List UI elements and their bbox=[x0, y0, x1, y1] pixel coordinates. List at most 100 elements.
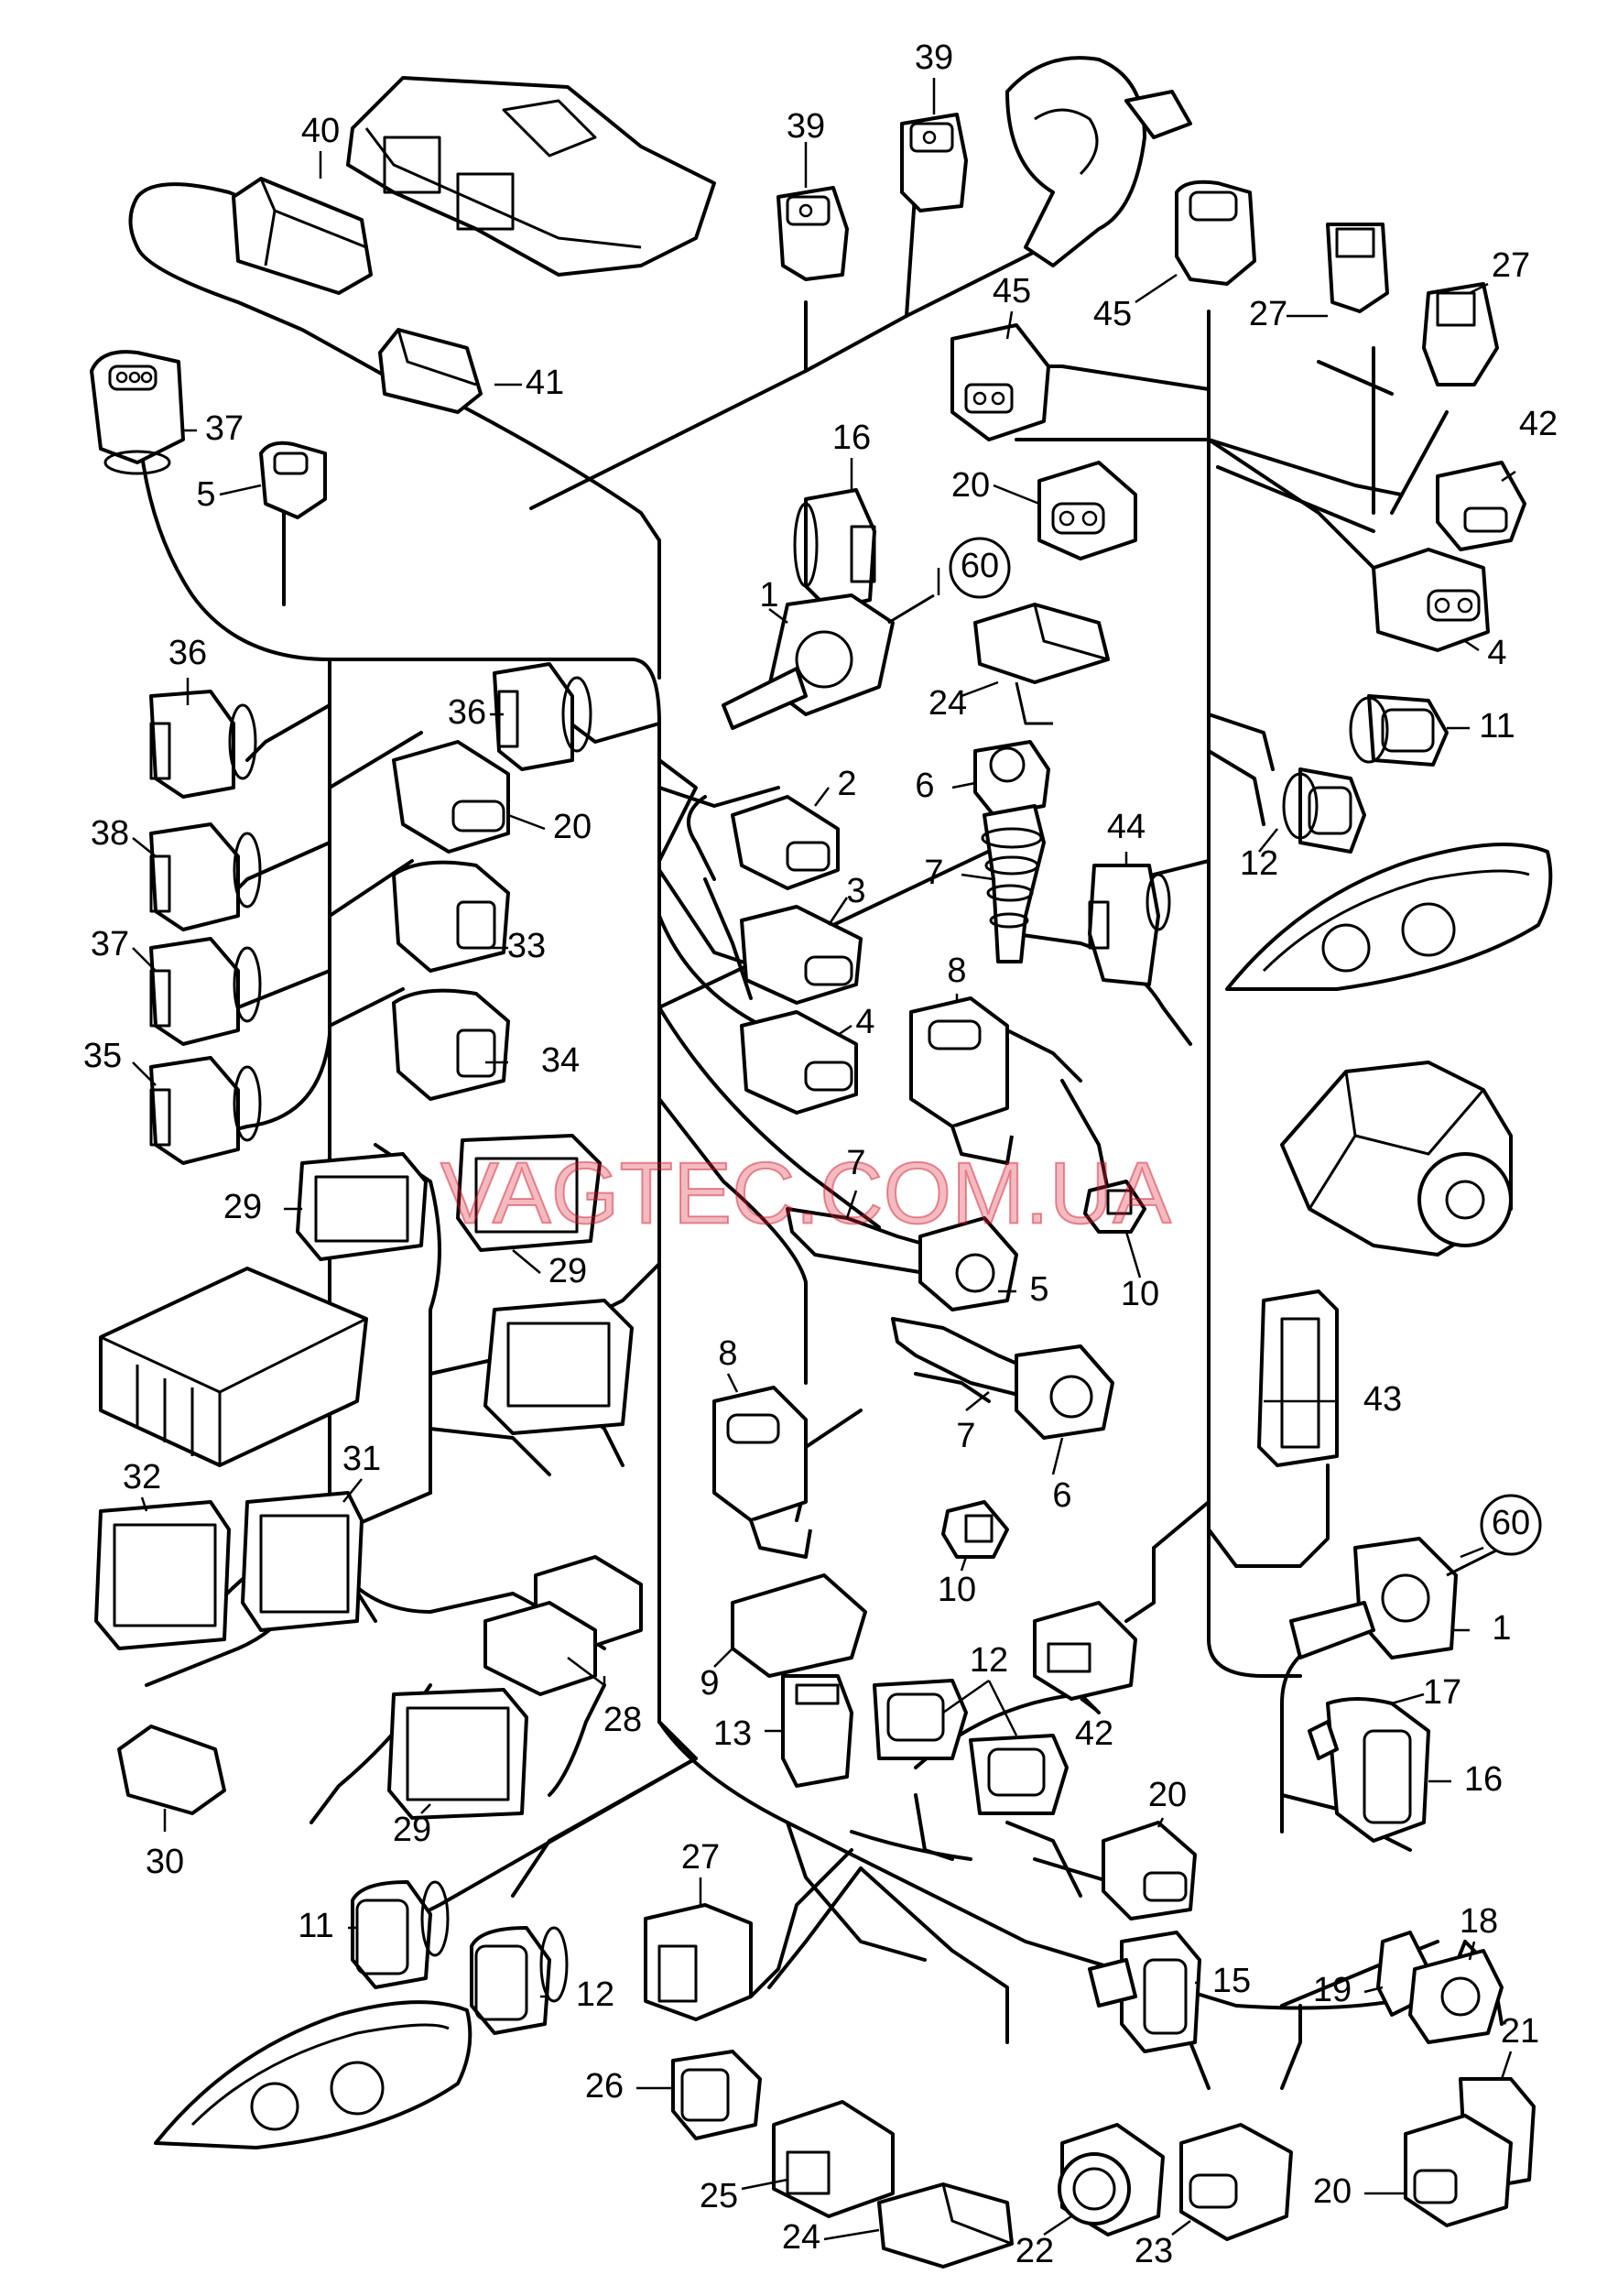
connector-2 bbox=[731, 795, 840, 890]
connector-42-top bbox=[1436, 461, 1526, 551]
connector-35 bbox=[149, 1056, 262, 1165]
connector-37-top bbox=[90, 350, 185, 475]
callout-60-lower: 60 bbox=[1492, 1504, 1530, 1542]
callout-40: 40 bbox=[301, 112, 340, 150]
callout-43: 43 bbox=[1363, 1380, 1402, 1419]
callout-37-left: 37 bbox=[91, 925, 129, 963]
connector-25 bbox=[772, 2100, 895, 2218]
callout-36-right: 36 bbox=[448, 693, 486, 732]
callout-20-left: 20 bbox=[553, 808, 592, 846]
connector-12-lower bbox=[470, 1926, 569, 2035]
relay-29-lower bbox=[387, 1688, 528, 1820]
callout-3: 3 bbox=[846, 872, 865, 910]
callout-24-lower: 24 bbox=[782, 2218, 820, 2257]
leader-lines bbox=[132, 78, 1516, 2241]
connector-26 bbox=[671, 2050, 762, 2140]
callout-17: 17 bbox=[1423, 1673, 1461, 1712]
callout-7-lower: 7 bbox=[956, 1417, 975, 1455]
callout-13: 13 bbox=[713, 1714, 752, 1753]
callout-27-lower: 27 bbox=[681, 1838, 720, 1877]
callout-12-top: 12 bbox=[1240, 844, 1278, 883]
connector-24-top bbox=[973, 603, 1110, 725]
connector-8-lower bbox=[712, 1386, 812, 1559]
connector-23 bbox=[1179, 2123, 1293, 2241]
callout-16-top: 16 bbox=[832, 419, 871, 457]
watermark-text: VAGTEC.COM.UA bbox=[440, 1144, 1171, 1242]
callout-34: 34 bbox=[541, 1041, 580, 1080]
callout-60-top: 60 bbox=[961, 547, 999, 585]
callout-44: 44 bbox=[1107, 808, 1146, 846]
connector-30 bbox=[117, 1725, 226, 1815]
relay-box bbox=[99, 1267, 368, 1467]
callout-42-top: 42 bbox=[1519, 405, 1558, 443]
connector-20-lower bbox=[1102, 1821, 1197, 1921]
connector-45-mid bbox=[950, 323, 1050, 441]
callout-28: 28 bbox=[603, 1701, 642, 1739]
sensor-1-top bbox=[722, 593, 935, 730]
callout-24-top: 24 bbox=[928, 684, 967, 723]
callout-35: 35 bbox=[83, 1037, 122, 1075]
callout-4-top: 4 bbox=[1487, 634, 1506, 672]
connector-16-top bbox=[793, 488, 876, 611]
connector-36-right bbox=[493, 662, 592, 771]
connector-27-lower bbox=[644, 1903, 753, 2021]
callouts: 40 41 39 39 45 45 27 27 37 5 16 20 42 4 … bbox=[83, 38, 1558, 2270]
callout-10-top: 10 bbox=[1121, 1275, 1159, 1313]
relay-31 bbox=[241, 1491, 364, 1632]
connector-9 bbox=[731, 1573, 867, 1678]
callout-45-top: 45 bbox=[1093, 295, 1132, 333]
callout-20-lower: 20 bbox=[1148, 1776, 1187, 1814]
callout-7-mid: 7 bbox=[846, 1144, 865, 1182]
callout-10-lower: 10 bbox=[938, 1571, 976, 1609]
sensor-1-lower bbox=[1289, 1537, 1503, 1659]
connector-27-right bbox=[1422, 282, 1499, 386]
callout-45-mid: 45 bbox=[993, 272, 1031, 310]
connector-21-20 bbox=[1404, 2077, 1536, 2227]
callout-27-left: 27 bbox=[1249, 295, 1287, 333]
callout-1-lower: 1 bbox=[1492, 1609, 1511, 1648]
fuse-28-lower bbox=[483, 1601, 597, 1696]
callout-2: 2 bbox=[837, 765, 856, 803]
callout-29-mid: 29 bbox=[548, 1252, 587, 1290]
callout-39-left: 39 bbox=[787, 107, 825, 146]
ecu-control-unit bbox=[346, 76, 716, 277]
sleeve-7-top bbox=[981, 804, 1046, 963]
connector-34 bbox=[392, 988, 510, 1101]
callout-11-top: 11 bbox=[1479, 707, 1515, 745]
connector-38-left bbox=[149, 822, 262, 931]
callout-11-lower: 11 bbox=[298, 1907, 333, 1945]
sensor-5-mid bbox=[918, 1216, 1018, 1311]
callout-37-top: 37 bbox=[205, 409, 244, 448]
callout-4-mid: 4 bbox=[855, 1003, 874, 1041]
connector-45-top bbox=[1175, 180, 1256, 286]
connector-33 bbox=[392, 860, 510, 973]
callout-7-top: 7 bbox=[924, 854, 943, 892]
callout-33: 33 bbox=[507, 927, 546, 965]
connector-4-top bbox=[1372, 548, 1490, 652]
connector-39-right bbox=[900, 113, 968, 212]
callout-18: 18 bbox=[1460, 1902, 1498, 1941]
connector-37-left bbox=[149, 937, 262, 1046]
connector-24-lower bbox=[877, 2182, 1014, 2269]
callout-42-lower: 42 bbox=[1075, 1714, 1113, 1753]
callout-1-top: 1 bbox=[759, 576, 778, 615]
callout-60-top-circle bbox=[949, 537, 1011, 599]
relay-32 bbox=[94, 1500, 231, 1650]
relay-29-mid bbox=[456, 1134, 602, 1252]
connector-41 bbox=[378, 328, 483, 414]
callout-16-lower: 16 bbox=[1464, 1760, 1503, 1799]
callout-6-top: 6 bbox=[915, 767, 934, 805]
callout-23: 23 bbox=[1135, 2232, 1173, 2270]
connector-12-top bbox=[1282, 767, 1366, 854]
callout-25: 25 bbox=[700, 2177, 738, 2215]
callout-39-right: 39 bbox=[915, 38, 953, 77]
connector-44 bbox=[1088, 864, 1171, 986]
connector-20-top bbox=[1037, 461, 1137, 560]
callout-26: 26 bbox=[585, 2067, 624, 2106]
connector-15 bbox=[1088, 1931, 1201, 2053]
connector-4-mid bbox=[740, 1010, 858, 1115]
callout-36-left: 36 bbox=[168, 634, 207, 672]
abs-unit bbox=[1280, 1061, 1513, 1257]
callout-5-top: 5 bbox=[196, 475, 215, 514]
